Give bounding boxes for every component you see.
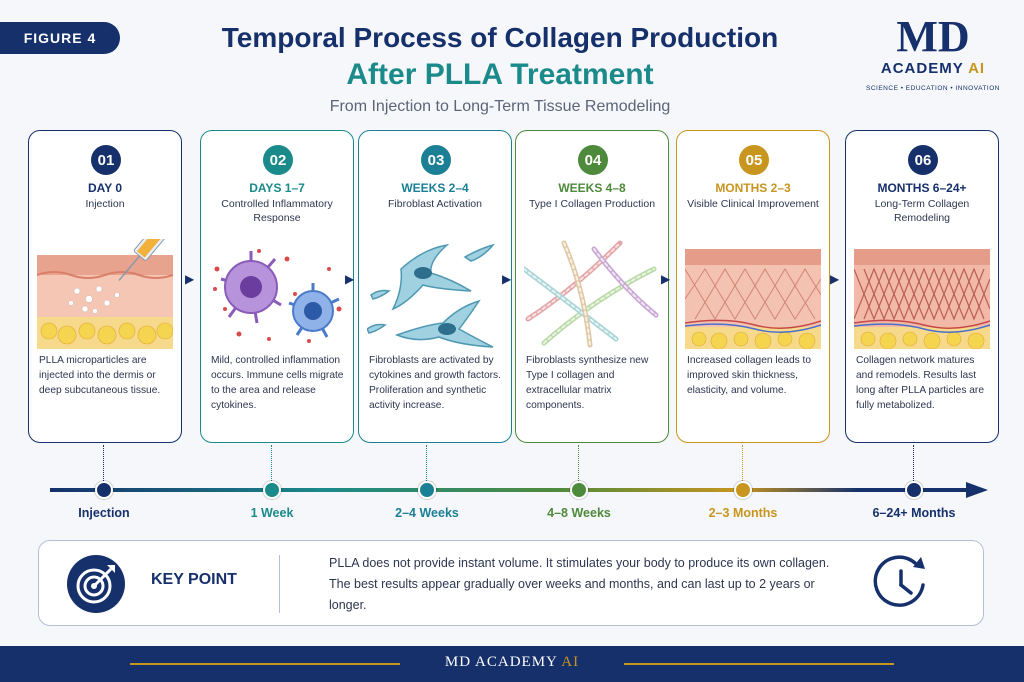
logo-ai-text: AI [968,60,986,77]
stage-title: Injection [85,198,125,210]
timeline-connector [578,445,579,481]
timeline-label: 2–4 Weeks [395,506,459,520]
stage-title: Fibroblast Activation [388,198,482,210]
timeline-label: 2–3 Months [708,506,778,520]
stage-description: Collagen network matures and remodels. R… [856,355,984,411]
stage-period: WEEKS 4–8 [558,181,626,195]
skin-collagen-icon [685,249,821,349]
target-icon [67,555,125,613]
timeline-connector [913,445,914,481]
remodeled-skin-icon [854,249,990,349]
stage-title: Visible Clinical Improvement [687,198,819,210]
footer-academy: ACADEMY [475,654,558,670]
stage-card-3: 03 WEEKS 2–4 Fibroblast Activation Fibro… [358,130,512,443]
page-title-secondary: After PLLA Treatment [346,58,654,91]
clock-icon [869,555,933,613]
page-subtitle: From Injection to Long-Term Tissue Remod… [329,98,671,115]
footer-ai: AI [561,654,580,670]
timeline-label: Injection [78,506,130,520]
page-title: Temporal Process of Collagen Production [221,22,779,53]
timeline-dot [418,481,436,499]
stage-period: DAYS 1–7 [249,181,305,195]
md-academy-logo: MD ACADEMY AI SCIENCE • EDUCATION • INNO… [858,12,1008,93]
timeline-label: 6–24+ Months [872,506,956,520]
syringe-skin-icon [37,239,173,349]
stage-description: Increased collagen leads to improved ski… [687,355,812,396]
footer-rule [624,663,894,665]
stage-card-6: 06 MONTHS 6–24+ Long-Term Collagen Remod… [845,130,999,443]
stage-number: 01 [91,145,121,175]
logo-mark: MD [896,12,970,61]
timeline-dot [263,481,281,499]
stage-card-1: 01 DAY 0 Injection PLLA microparticles a… [28,130,182,443]
stage-number: 02 [263,145,293,175]
stage-period: MONTHS 2–3 [715,181,791,195]
timeline-connector [742,445,743,481]
footer-md: MD [444,654,472,670]
stage-period: DAY 0 [87,181,123,195]
footer-bar: MD ACADEMY AI [0,646,1024,682]
stage-description: Fibroblasts are activated by cytokines a… [369,355,501,411]
stage-period: WEEKS 2–4 [401,181,469,195]
stage-number: 03 [421,145,451,175]
stage-title: Controlled Inflammatory Response [221,198,333,224]
stage-card-2: 02 DAYS 1–7 Controlled Inflammatory Resp… [200,130,354,443]
stage-description: Mild, controlled inflammation occurs. Im… [211,355,344,411]
timeline-axis [50,482,988,498]
key-point-box: KEY POINT PLLA does not provide instant … [38,540,984,626]
immune-cells-icon [213,249,342,343]
footer-brand: MD ACADEMY AI [0,654,1024,671]
logo-academy-text: ACADEMY [880,60,964,77]
stage-number: 05 [739,145,769,175]
arrow-right-icon: ▶ [345,272,355,286]
key-point-text: PLLA does not provide instant volume. It… [329,556,830,612]
fibroblast-icon [367,243,496,348]
stage-description: PLLA microparticles are injected into th… [39,355,161,396]
collagen-fibers-icon [524,240,659,348]
stage-description: Fibroblasts synthesize new Type I collag… [526,355,649,411]
timeline-connector [103,445,104,481]
stage-title: Type I Collagen Production [528,198,656,210]
arrow-right-icon: ▶ [185,272,195,286]
logo-tagline: SCIENCE • EDUCATION • INNOVATION [866,85,1000,92]
arrow-right-icon: ▶ [830,272,840,286]
logo-wordmark: ACADEMY AI [858,60,1008,77]
stage-number: 04 [578,145,608,175]
stage-period: MONTHS 6–24+ [877,181,967,195]
timeline-dot [905,481,923,499]
footer-rule [130,663,400,665]
timeline-connector [426,445,427,481]
divider [279,555,280,613]
stage-card-4: 04 WEEKS 4–8 Type I Collagen Production … [515,130,669,443]
stage-number: 06 [908,145,938,175]
timeline-connector [271,445,272,481]
timeline-dot [734,481,752,499]
timeline-dot [95,481,113,499]
arrow-right-icon: ▶ [661,272,671,286]
stage-title: Long-Term Collagen Remodeling [874,198,970,224]
timeline-label: 1 Week [250,506,294,520]
stage-card-5: 05 MONTHS 2–3 Visible Clinical Improveme… [676,130,830,443]
figure-badge: FIGURE 4 [0,22,120,54]
arrow-right-icon: ▶ [502,272,512,286]
timeline-dot [570,481,588,499]
timeline-label: 4–8 Weeks [547,506,611,520]
key-point-title: KEY POINT [151,571,237,588]
